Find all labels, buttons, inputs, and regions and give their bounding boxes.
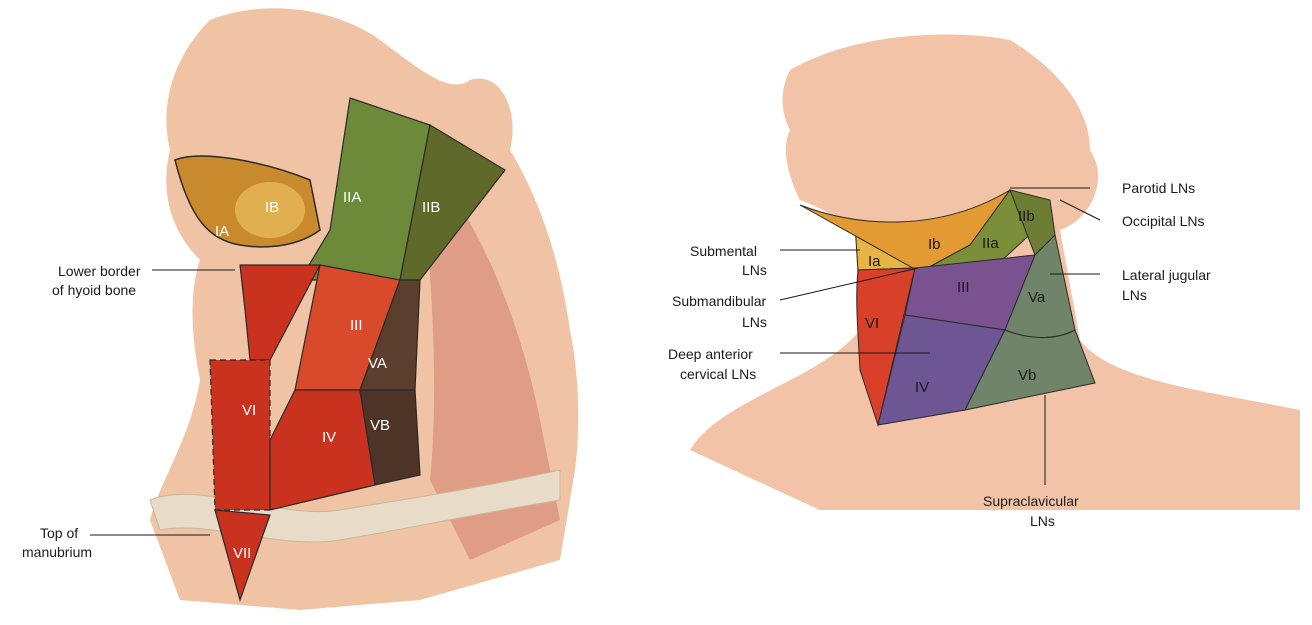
right-label-Ia: Ia	[868, 253, 881, 270]
right-label-III: III	[957, 279, 970, 296]
left-label-manubrium-2: manubrium	[22, 544, 92, 560]
right-label-deep-anterior-2: cervical LNs	[680, 366, 756, 382]
right-label-Ib: Ib	[928, 236, 941, 253]
right-label-Va: Va	[1028, 289, 1046, 306]
right-label-lateral-jugular-1: Lateral jugular	[1122, 267, 1211, 283]
right-label-deep-anterior-1: Deep anterior	[668, 346, 753, 362]
left-anatomy-figure: IA IB IIA IIB III VA VB IV VI VII Lower …	[22, 8, 578, 610]
right-label-supraclavicular-1: Supraclavicular	[983, 493, 1079, 509]
left-label-IA: IA	[215, 223, 229, 240]
right-label-VI: VI	[865, 315, 879, 332]
right-label-lateral-jugular-2: LNs	[1122, 287, 1147, 303]
left-label-manubrium-1: Top of	[40, 525, 78, 541]
left-zone-VI-lower	[210, 360, 270, 510]
left-label-IB: IB	[265, 199, 279, 216]
left-label-VA: VA	[368, 355, 387, 372]
left-label-III: III	[350, 317, 363, 334]
right-label-submandibular-1: Submandibular	[672, 293, 767, 309]
left-label-IIA: IIA	[343, 189, 361, 206]
left-label-IV: IV	[322, 429, 336, 446]
right-label-IIb: IIb	[1018, 208, 1035, 225]
right-label-supraclavicular-2: LNs	[1030, 513, 1055, 529]
right-label-Vb: Vb	[1018, 367, 1036, 384]
right-label-submental-2: LNs	[742, 262, 767, 278]
right-label-parotid: Parotid LNs	[1122, 180, 1195, 196]
right-label-occipital: Occipital LNs	[1122, 213, 1204, 229]
right-label-IV: IV	[915, 379, 929, 396]
left-label-IIB: IIB	[422, 199, 440, 216]
left-label-hyoid-1: Lower border	[58, 263, 141, 279]
left-label-VII: VII	[233, 545, 251, 562]
right-label-submandibular-2: LNs	[742, 314, 767, 330]
right-label-IIa: IIa	[982, 235, 999, 252]
right-label-submental-1: Submental	[690, 243, 757, 259]
left-label-VI: VI	[242, 402, 256, 419]
right-anatomy-figure: Ia Ib IIa IIb III Va VI IV Vb Submental …	[668, 34, 1300, 529]
left-label-VB: VB	[370, 417, 390, 434]
left-label-hyoid-2: of hyoid bone	[52, 282, 136, 298]
